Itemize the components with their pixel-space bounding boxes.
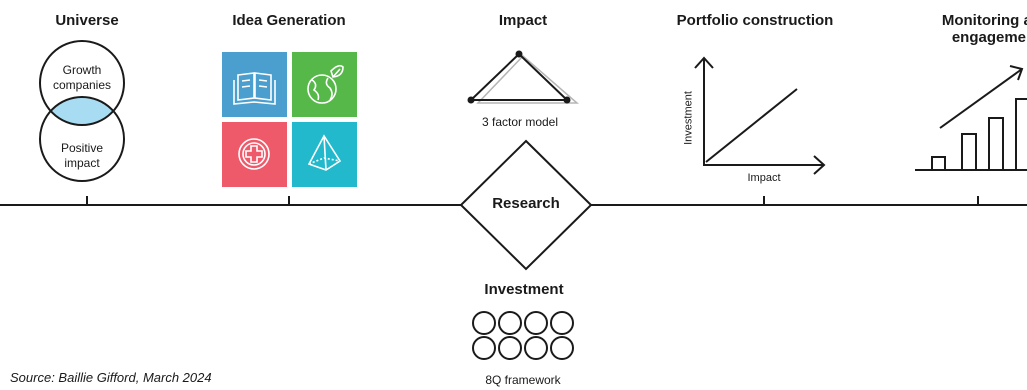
universe-title: Universe <box>55 12 119 29</box>
monitoring-title: Monitoring and engagement <box>941 12 1027 46</box>
monitoring-chart <box>915 65 1027 171</box>
idea-generation-title: Idea Generation <box>232 12 346 29</box>
venn-circle-impact <box>39 96 125 182</box>
y-axis-arrow <box>694 56 714 69</box>
y-axis-label: Investment <box>682 91 695 145</box>
venn-circle-growth <box>39 40 125 126</box>
portfolio-diagonal <box>705 88 798 163</box>
investment-title: Investment <box>484 281 564 298</box>
tile-globe <box>292 52 357 117</box>
source-note: Source: Baillie Gifford, March 2024 <box>10 370 212 385</box>
tile-health <box>222 122 287 187</box>
three-factor-triangle <box>467 50 580 104</box>
venn-impact-label: Positive impact <box>60 141 104 170</box>
medical-cross-icon <box>238 138 270 170</box>
portfolio-construction-title: Portfolio construction <box>676 12 834 29</box>
idea-tiles <box>222 52 357 187</box>
impact-title: Impact <box>498 12 548 29</box>
research-label: Research <box>492 195 560 212</box>
pyramid-icon <box>307 134 342 171</box>
venn-overlap <box>40 97 124 125</box>
portfolio-chart <box>694 56 826 175</box>
x-axis-label: Impact <box>747 172 781 184</box>
venn-diagram <box>39 40 125 182</box>
globe-leaf-icon <box>307 64 344 104</box>
research-diamond <box>459 139 593 271</box>
x-axis-arrow <box>813 155 826 175</box>
three-factor-caption: 3 factor model <box>481 115 559 129</box>
eight-q-caption: 8Q framework <box>485 373 561 387</box>
portfolio-axes <box>703 58 824 166</box>
open-book-icon <box>233 72 276 105</box>
venn-growth-label: Growth companies <box>52 63 112 92</box>
eight-q-circles <box>472 311 574 360</box>
